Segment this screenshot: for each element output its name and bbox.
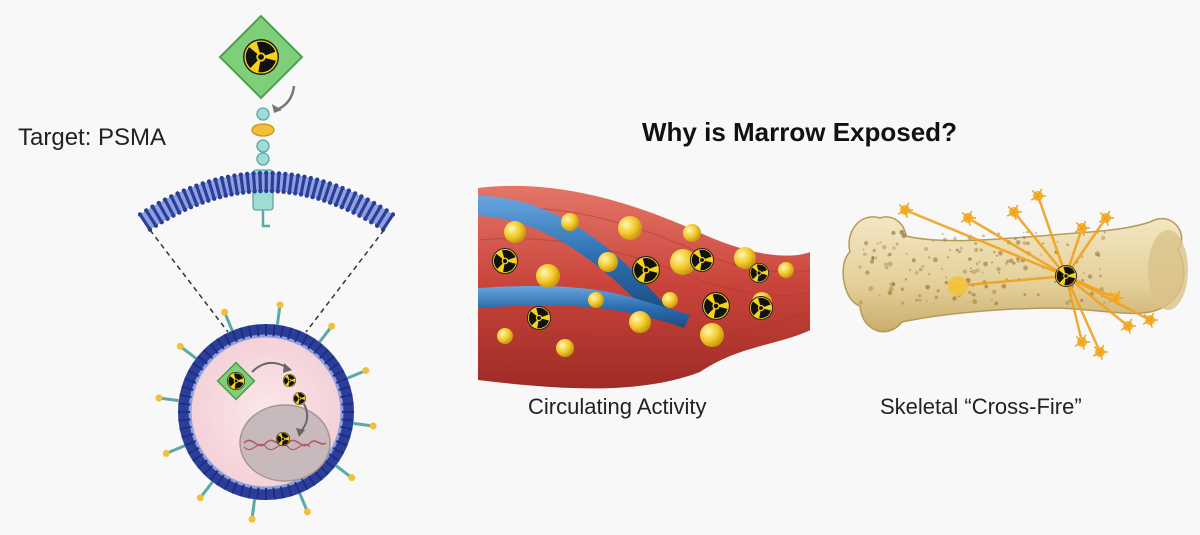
- target-label: Target: PSMA: [18, 124, 167, 151]
- zoom-line-right: [305, 229, 385, 333]
- section-title: Why is Marrow Exposed?: [642, 117, 957, 147]
- binding-arrow: [275, 85, 296, 112]
- internalized-ligand: [216, 361, 256, 401]
- cell-membrane-arc: [137, 170, 396, 232]
- psma-receptor: [251, 107, 275, 228]
- caption-circulating-activity: Circulating Activity: [528, 394, 707, 419]
- caption-skeletal-crossfire: Skeletal “Cross-Fire”: [880, 394, 1082, 419]
- bone-marrow-texture: [858, 229, 1106, 306]
- blood-vessel-lower: [478, 285, 690, 328]
- cell-receptors: [155, 301, 377, 523]
- zoom-line-left: [149, 229, 229, 333]
- radioligand: [218, 14, 304, 100]
- radioactive-particles: [492, 213, 794, 357]
